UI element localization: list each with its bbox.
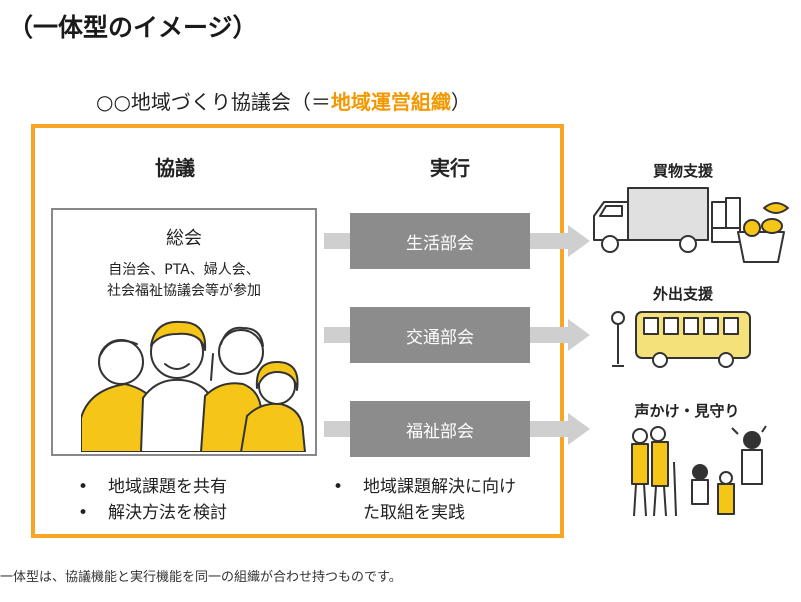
arrow-out-transport-head — [568, 319, 590, 351]
assembly-title: 総会 — [166, 228, 202, 249]
bullet-item: た取組を実践 — [363, 503, 465, 523]
arrow-out-living-shaft — [530, 233, 568, 249]
bullets-execution: •地域課題解決に向け た取組を実践 — [333, 474, 563, 526]
department-living: 生活部会 — [350, 213, 530, 269]
bullet-item: 地域課題解決に向け — [363, 477, 516, 497]
footnote: 一体型は、協議機能と実行機能を同一の組織が合わせ持つものです。 — [0, 570, 402, 585]
arrow-in-living — [324, 233, 350, 249]
arrow-in-transport — [324, 327, 350, 343]
bullet-item: 解決方法を検討 — [108, 503, 227, 523]
council-title: ○○地域づくり協議会（＝地域運営組織） — [96, 86, 471, 115]
watching-over-icon — [631, 425, 767, 517]
council-close: ） — [450, 90, 471, 114]
service-label-watching: 声かけ・見守り — [634, 402, 740, 420]
department-welfare: 福祉部会 — [350, 401, 530, 457]
council-highlight: 地域運営組織 — [330, 90, 451, 114]
bus-icon — [611, 311, 751, 368]
column-heading-execution: 実行 — [430, 156, 470, 180]
bullets-deliberation: •地域課題を共有 •解決方法を検討 — [78, 474, 227, 526]
bullet-item: 地域課題を共有 — [108, 477, 227, 497]
column-heading-deliberation: 協議 — [155, 156, 195, 180]
arrow-out-welfare-head — [568, 413, 590, 445]
assembly-desc-line-1: 自治会、PTA、婦人会、 — [108, 262, 260, 278]
community-people-illustration — [81, 320, 306, 452]
arrow-out-welfare-shaft — [530, 421, 568, 437]
department-transport: 交通部会 — [350, 307, 530, 363]
general-assembly-box: 総会 自治会、PTA、婦人会、 社会福祉協議会等が参加 — [51, 208, 317, 456]
council-name: ○○地域づくり協議会（＝ — [96, 90, 331, 114]
assembly-description: 自治会、PTA、婦人会、 社会福祉協議会等が参加 — [53, 260, 315, 302]
assembly-desc-line-2: 社会福祉協議会等が参加 — [107, 283, 261, 299]
delivery-truck-icon — [593, 187, 789, 263]
arrow-in-welfare — [324, 421, 350, 437]
service-label-shopping: 買物支援 — [652, 162, 713, 180]
page-heading: （一体型のイメージ） — [8, 13, 258, 42]
arrow-out-transport-shaft — [530, 327, 568, 343]
arrow-out-living-head — [568, 225, 590, 257]
service-label-outing: 外出支援 — [652, 285, 713, 303]
